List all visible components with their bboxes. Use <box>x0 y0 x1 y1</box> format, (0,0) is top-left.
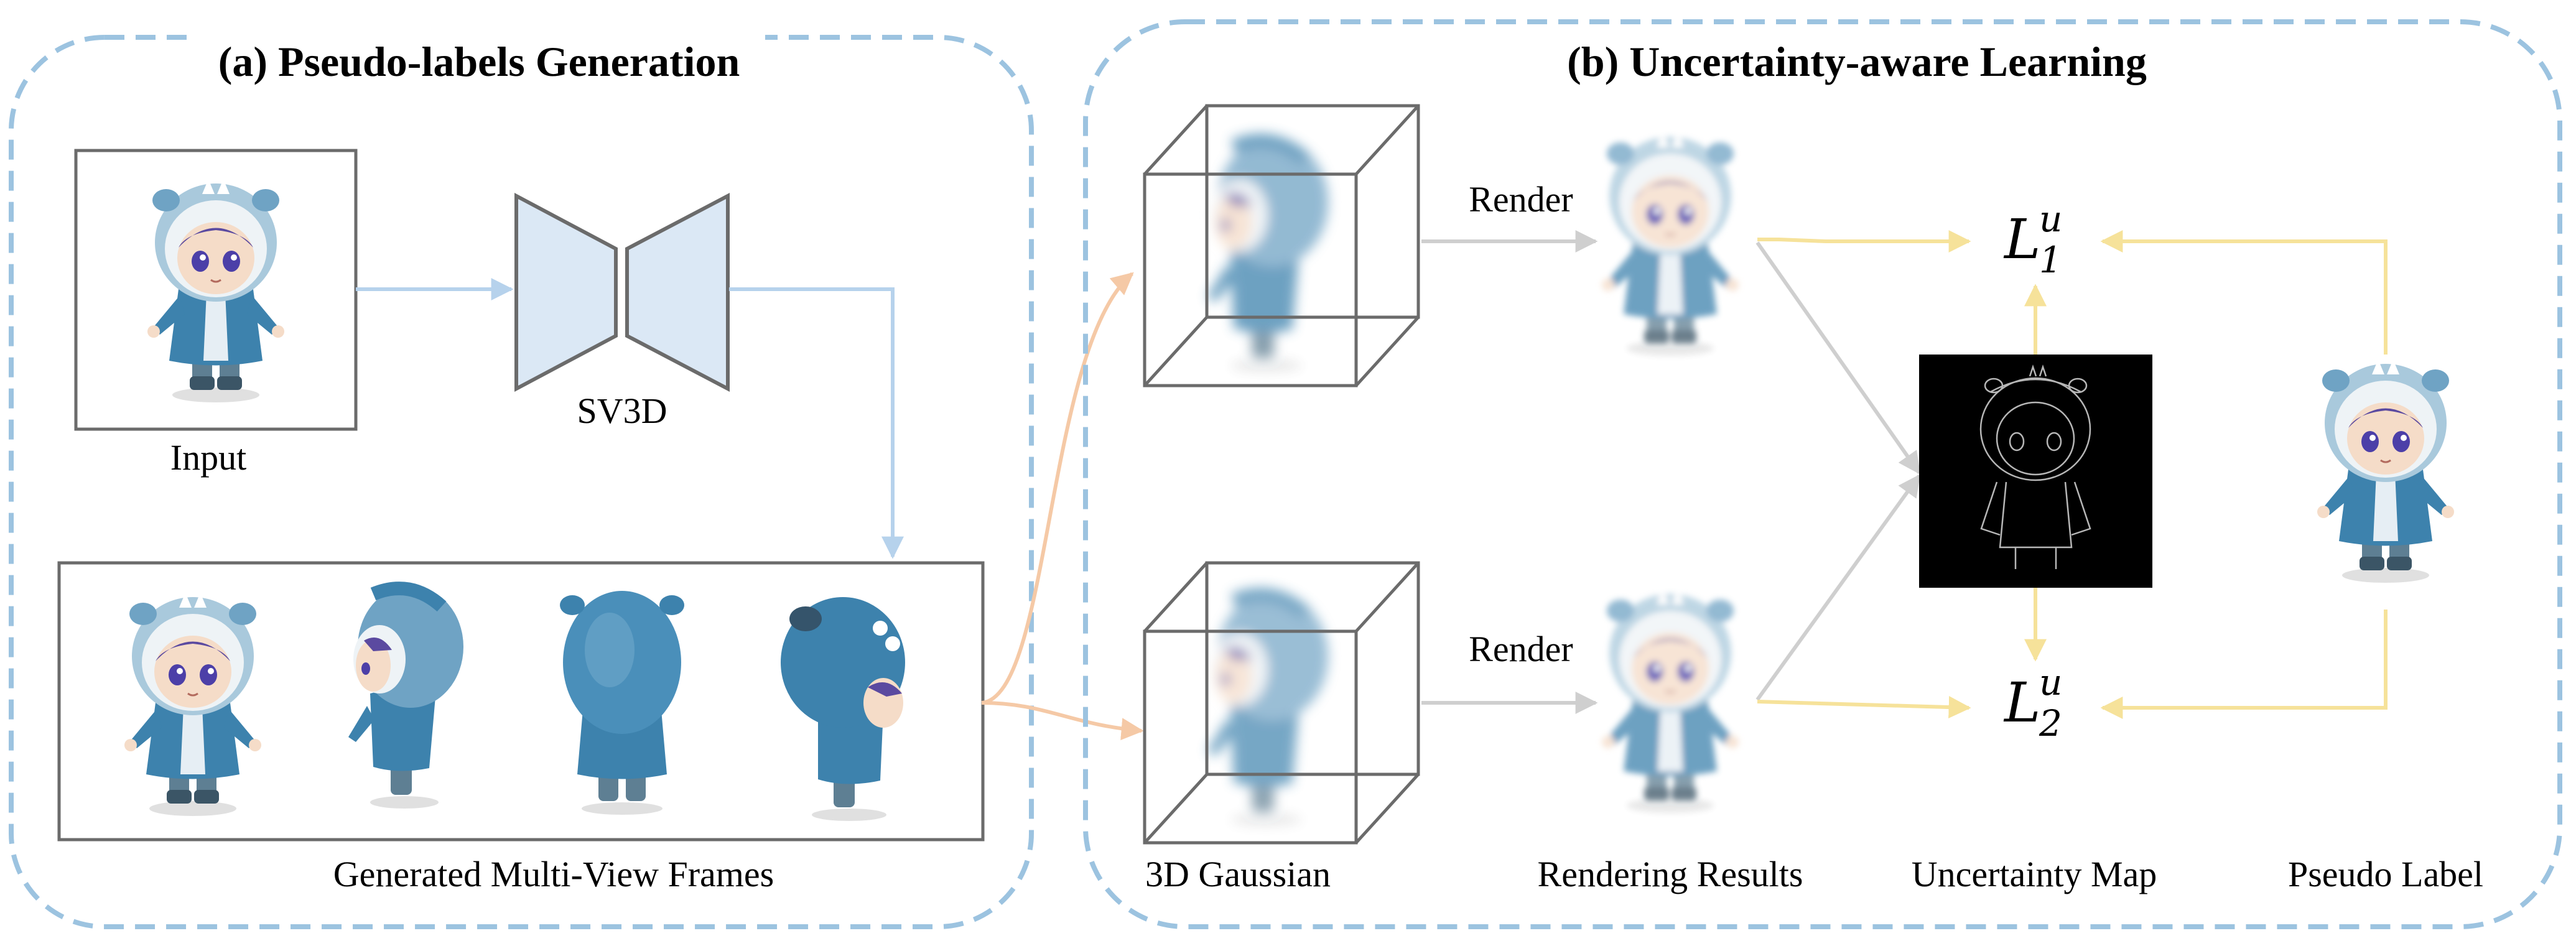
col-label-uncertainty-map: Uncertainty Map <box>1912 854 2157 894</box>
input-label: Input <box>170 437 246 478</box>
pseudo-label-to-loss1-arrow <box>2100 230 2388 355</box>
uncertainty-map-image <box>1919 355 2152 588</box>
rendering-result-bottom <box>1601 588 1740 814</box>
svg-text:u: u <box>2039 661 2062 703</box>
rendering-result-top <box>1601 131 1740 357</box>
render-bottom-to-uncertainty-arrow <box>1755 474 1921 701</box>
frames-to-gaussian-top-arrow <box>981 272 1134 705</box>
svg-text:u: u <box>2039 198 2062 240</box>
loss-term-1: L u 1 <box>2003 198 2062 281</box>
multi-view-frames-label: Generated Multi-View Frames <box>333 854 774 894</box>
render-top-to-uncertainty-arrow <box>1755 241 1921 475</box>
panel-b-title-bg <box>1530 28 2183 78</box>
svg-text:L: L <box>2003 670 2040 735</box>
frames-to-gaussian-bottom-arrow <box>981 701 1144 741</box>
render-top-to-loss1-arrow <box>1757 230 1971 253</box>
svg-text:1: 1 <box>2039 239 2062 281</box>
panel-a-title: (a) Pseudo-labels Generation <box>218 38 740 85</box>
render-label-top: Render <box>1469 179 1573 220</box>
col-label-pseudo-label: Pseudo Label <box>2288 854 2483 894</box>
pseudo-label-figure <box>2316 358 2455 584</box>
pseudo-label-to-loss2-arrow <box>2100 610 2388 719</box>
svg-text:2: 2 <box>2039 702 2062 744</box>
panel-b-title: (b) Uncertainty-aware Learning <box>1567 38 2147 85</box>
sv3d-label: SV3D <box>577 391 667 431</box>
col-label-3d-gaussian: 3D Gaussian <box>1145 854 1331 894</box>
3d-gaussian-cube-icon-bottom <box>1143 561 1420 845</box>
sv3d-to-frames-arrow <box>729 287 904 559</box>
sv3d-encoder-decoder-icon <box>514 193 730 392</box>
panel-b-border <box>1083 19 2562 929</box>
svg-text:L: L <box>2003 207 2040 271</box>
col-label-rendering-results: Rendering Results <box>1538 854 1803 894</box>
3d-gaussian-cube-icon-top <box>1143 104 1420 387</box>
render-bottom-to-loss2-arrow <box>1757 696 1971 719</box>
panel-a-title-bg <box>193 24 765 73</box>
render-label-bottom: Render <box>1469 629 1573 669</box>
loss-term-2: L u 2 <box>2003 661 2062 744</box>
